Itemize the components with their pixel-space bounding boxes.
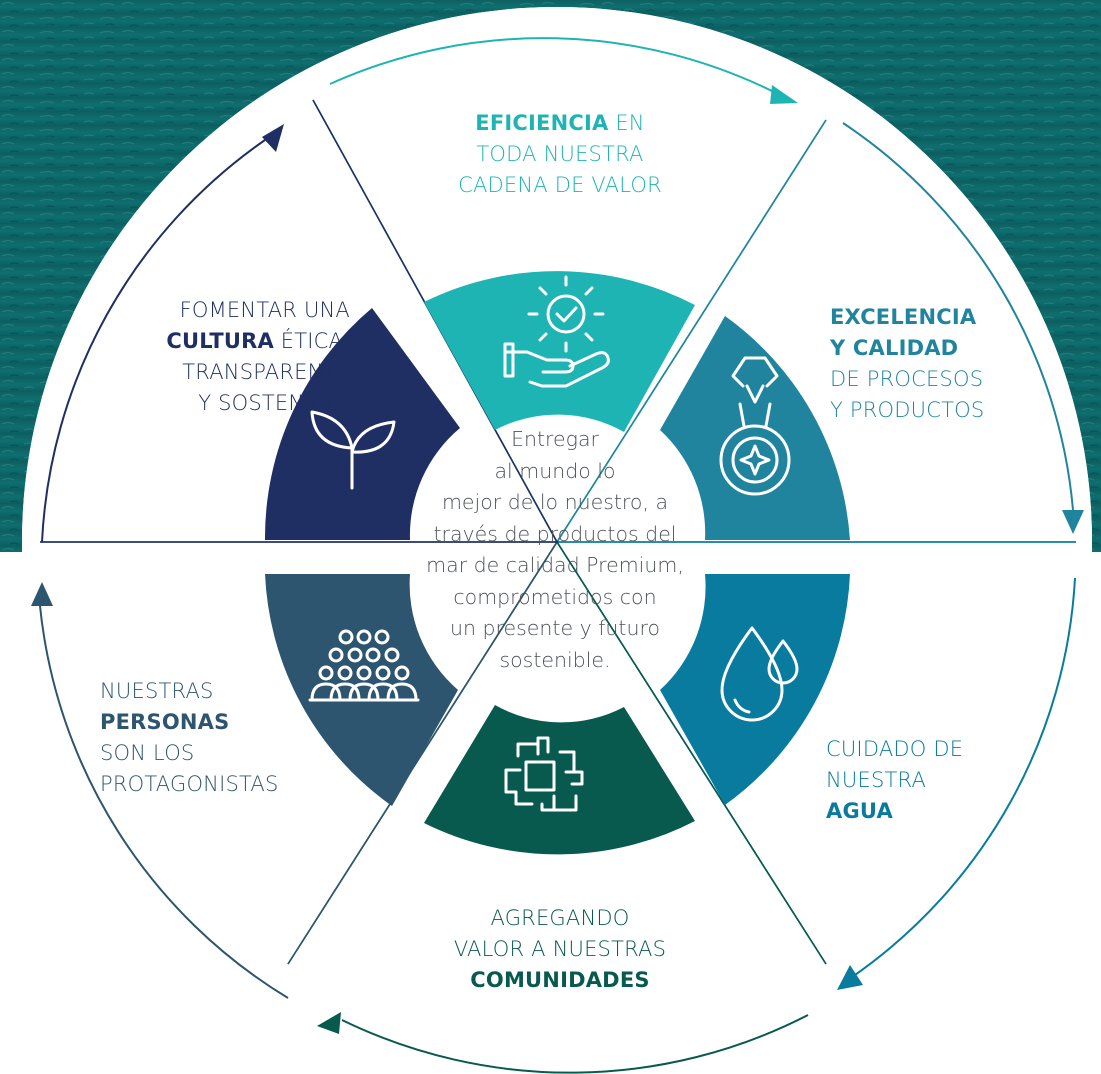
- comunidades-label-emphasis: COMUNIDADES: [470, 968, 650, 992]
- label-agua: CUIDADO DE NUESTRA AGUA: [826, 734, 1026, 827]
- gear-check-hand-icon: [503, 275, 610, 388]
- cultura-label-text: ÉTICA,: [273, 329, 350, 353]
- personas-label-text: NUESTRAS: [100, 679, 214, 703]
- label-cultura: FOMENTAR UNA CULTURA ÉTICA, TRANSPARENTE Y …: [60, 295, 350, 419]
- personas-label-line: SON LOS: [100, 738, 350, 769]
- eficiencia-label-text: EN: [608, 111, 645, 135]
- excelencia-label-line: DE PROCESOS: [830, 364, 1050, 395]
- medal-icon: [719, 356, 791, 496]
- excelencia-label-emphasis: EXCELENCIA: [830, 305, 977, 329]
- center-text-line: mar de calidad Premium,: [426, 553, 684, 577]
- outer-wedge-outlines: [40, 99, 1076, 965]
- personas-label-emphasis: PERSONAS: [100, 710, 230, 734]
- center-text-line: Entregar: [511, 427, 599, 451]
- segment-comunidades[interactable]: [424, 705, 695, 855]
- agua-label-line: CUIDADO DE: [826, 734, 1026, 765]
- arrow-head-excelencia: [1062, 510, 1084, 534]
- center-text-line: comprometidos con: [453, 584, 657, 609]
- arrow-head-comunidades: [317, 1012, 341, 1034]
- segment-excelencia[interactable]: [660, 316, 850, 540]
- personas-label-line: PERSONAS: [100, 707, 350, 738]
- eficiencia-label-line: EFICIENCIA EN: [440, 108, 680, 139]
- water-drops-icon: [720, 626, 799, 722]
- agua-label-line: AGUA: [826, 796, 1026, 827]
- arrow-heads: [31, 85, 1084, 1034]
- cultura-label-line: TRANSPARENTE: [60, 357, 350, 388]
- excelencia-label-line: Y PRODUCTOS: [830, 395, 1050, 426]
- joined-hands-icon: [504, 736, 584, 812]
- excelencia-label-text: Y PRODUCTOS: [830, 398, 985, 422]
- eficiencia-label-text: CADENA DE VALOR: [458, 173, 662, 197]
- inner-ring: [264, 271, 850, 855]
- cycle-arrows: [39, 37, 1076, 1074]
- cultura-label-text: FOMENTAR UNA: [179, 298, 350, 322]
- center-text-line: un presente y futuro: [450, 616, 660, 640]
- eficiencia-label-line: TODA NUESTRA: [440, 139, 680, 170]
- segment-personas[interactable]: [265, 574, 458, 806]
- people-group-icon: [308, 629, 420, 702]
- segment-cultura[interactable]: [264, 308, 460, 540]
- excelencia-label-line: EXCELENCIA: [830, 302, 1050, 333]
- excelencia-label-emphasis: Y CALIDAD: [830, 336, 959, 360]
- personas-label-line: NUESTRAS: [100, 676, 350, 707]
- center-text-line: al mundo lo: [494, 458, 616, 483]
- leaf-sprout-icon: [310, 410, 396, 490]
- arrow-head-eficiencia: [770, 85, 798, 104]
- comunidades-label-line: COMUNIDADES: [420, 965, 700, 996]
- arrow-head-personas: [31, 582, 53, 606]
- arrow-head-agua: [837, 965, 863, 990]
- center-mission-text: Entregar al mundo lo mejor de lo nuestro, …: [400, 424, 710, 676]
- label-personas: NUESTRAS PERSONAS SON LOS PROTAGONISTAS: [100, 676, 350, 800]
- eficiencia-label-emphasis: EFICIENCIA: [475, 111, 609, 135]
- agua-label-line: NUESTRA: [826, 765, 1026, 796]
- label-eficiencia: EFICIENCIA EN TODA NUESTRA CADENA DE VALOR: [440, 108, 680, 201]
- label-excelencia: EXCELENCIA Y CALIDAD DE PROCESOS Y PRODUCTO…: [830, 302, 1050, 426]
- excelencia-label-line: Y CALIDAD: [830, 333, 1050, 364]
- agua-label-emphasis: AGUA: [826, 799, 893, 823]
- personas-label-text: PROTAGONISTAS: [100, 772, 279, 796]
- comunidades-label-text: AGREGANDO: [490, 906, 630, 930]
- comunidades-label-line: VALOR A NUESTRAS: [420, 934, 700, 965]
- cultura-label-line: Y SOSTENIBLE: [60, 388, 350, 419]
- label-comunidades: AGREGANDO VALOR A NUESTRAS COMUNIDADES: [420, 903, 700, 996]
- agua-label-text: NUESTRA: [826, 768, 927, 792]
- eficiencia-label-text: TODA NUESTRA: [476, 142, 644, 166]
- comunidades-label-text: VALOR A NUESTRAS: [453, 937, 667, 961]
- segment-eficiencia[interactable]: [424, 271, 695, 432]
- comunidades-label-line: AGREGANDO: [420, 903, 700, 934]
- cultura-label-line: CULTURA ÉTICA,: [60, 326, 350, 357]
- center-text-line: través de productos del: [433, 521, 677, 546]
- cultura-outline: [40, 99, 559, 543]
- cultura-label-emphasis: CULTURA: [166, 329, 274, 353]
- arrow-head-cultura: [262, 124, 284, 152]
- cultura-label-text: TRANSPARENTE: [182, 360, 350, 384]
- cultura-label-text: Y SOSTENIBLE: [198, 391, 350, 415]
- center-text-line: sostenible.: [499, 647, 611, 672]
- cultura-label-line: FOMENTAR UNA: [60, 295, 350, 326]
- personas-label-line: PROTAGONISTAS: [100, 769, 350, 800]
- excelencia-label-text: DE PROCESOS: [830, 367, 984, 391]
- eficiencia-label-line: CADENA DE VALOR: [440, 170, 680, 201]
- center-text-line: mejor de lo nuestro, a: [441, 490, 669, 514]
- segment-agua[interactable]: [660, 574, 850, 805]
- personas-label-text: SON LOS: [100, 741, 195, 765]
- agua-label-text: CUIDADO DE: [826, 737, 964, 761]
